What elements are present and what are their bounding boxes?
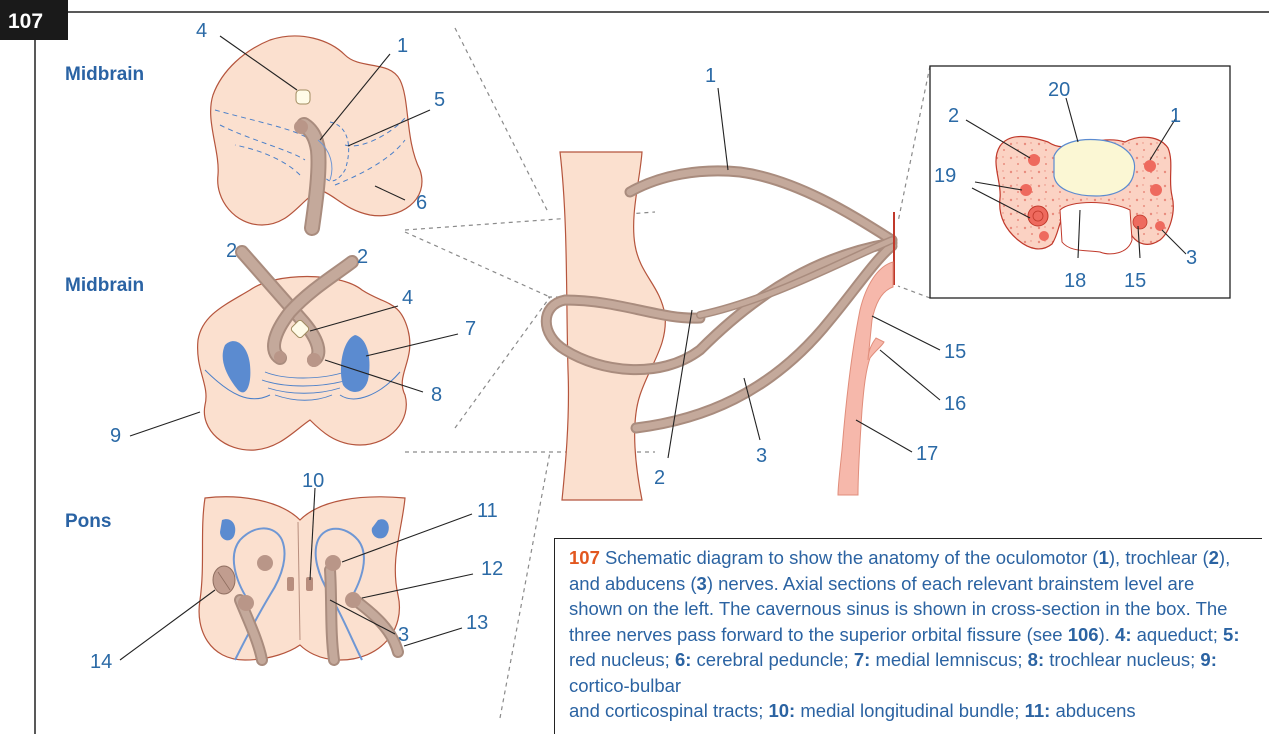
label-15: 15 — [944, 341, 966, 363]
caption-ref: 2 — [1209, 547, 1219, 568]
caption-text: trochlear nucleus; — [1044, 649, 1200, 670]
label-2-inset: 2 — [948, 105, 959, 127]
label-2-center: 2 — [654, 467, 665, 489]
brainstem-and-nerves: 1 2 3 15 16 17 — [546, 65, 966, 500]
caption-text: red nucleus; — [569, 649, 675, 670]
caption-text: medial longitudinal bundle; — [795, 700, 1024, 721]
figure-badge: 107 — [0, 0, 68, 40]
label-4-lower: 4 — [402, 287, 413, 309]
label-19: 19 — [934, 165, 956, 187]
caption-text: Schematic diagram to show the anatomy of… — [600, 547, 1099, 568]
label-16: 16 — [944, 393, 966, 415]
caption-number: 107 — [569, 547, 600, 568]
label-6: 6 — [416, 192, 427, 214]
label-2-right: 2 — [357, 246, 368, 268]
caption-text: abducens — [1050, 700, 1135, 721]
figure-caption: 107 Schematic diagram to show the anatom… — [554, 538, 1262, 734]
caption-key: 4: — [1115, 624, 1131, 645]
label-7: 7 — [465, 318, 476, 340]
label-1-center: 1 — [705, 65, 716, 87]
caption-key: 5: — [1223, 624, 1239, 645]
label-17: 17 — [916, 443, 938, 465]
caption-ref: 3 — [697, 573, 707, 594]
midbrain-lower-section: 2 2 4 7 8 9 — [110, 240, 476, 450]
caption-text: and corticospinal tracts; — [569, 700, 768, 721]
section-title-midbrain-lower: Midbrain — [65, 275, 144, 296]
caption-key: 8: — [1028, 649, 1044, 670]
caption-key: 9: — [1200, 649, 1216, 670]
label-13: 13 — [466, 612, 488, 634]
label-8: 8 — [431, 384, 442, 406]
label-3-center: 3 — [756, 445, 767, 467]
label-5: 5 — [434, 89, 445, 111]
section-title-pons: Pons — [65, 511, 111, 532]
label-4-upper: 4 — [196, 20, 207, 42]
caption-key: 11: — [1025, 700, 1051, 721]
label-15-inset: 15 — [1124, 270, 1146, 292]
label-3-pons: 3 — [398, 624, 409, 646]
label-10: 10 — [302, 470, 324, 492]
caption-text: cerebral peduncle; — [691, 649, 854, 670]
caption-ref: 1 — [1099, 547, 1109, 568]
caption-key: 10: — [768, 700, 795, 721]
midbrain-upper-section: 4 1 5 6 — [196, 20, 445, 228]
figure-number: 107 — [8, 10, 43, 33]
label-20: 20 — [1048, 79, 1070, 101]
label-12: 12 — [481, 558, 503, 580]
label-2-left: 2 — [226, 240, 237, 262]
caption-text: ). — [1099, 624, 1115, 645]
caption-ref: 106 — [1068, 624, 1099, 645]
caption-key: 6: — [675, 649, 691, 670]
caption-key: 7: — [854, 649, 870, 670]
label-3-inset: 3 — [1186, 247, 1197, 269]
caption-text: ), trochlear ( — [1109, 547, 1209, 568]
label-11: 11 — [477, 500, 498, 522]
caption-text: cortico-bulbar — [569, 675, 681, 696]
label-14: 14 — [90, 651, 112, 673]
caption-text: medial lemniscus; — [870, 649, 1027, 670]
label-18: 18 — [1064, 270, 1086, 292]
pons-section: 10 11 12 13 14 3 — [90, 470, 503, 673]
label-1-upper: 1 — [397, 35, 408, 57]
label-1-inset: 1 — [1170, 105, 1181, 127]
cavernous-sinus-inset: 2 20 1 19 18 15 3 — [930, 66, 1230, 298]
caption-text: aqueduct; — [1132, 624, 1224, 645]
label-9: 9 — [110, 425, 121, 447]
section-title-midbrain-upper: Midbrain — [65, 64, 144, 85]
